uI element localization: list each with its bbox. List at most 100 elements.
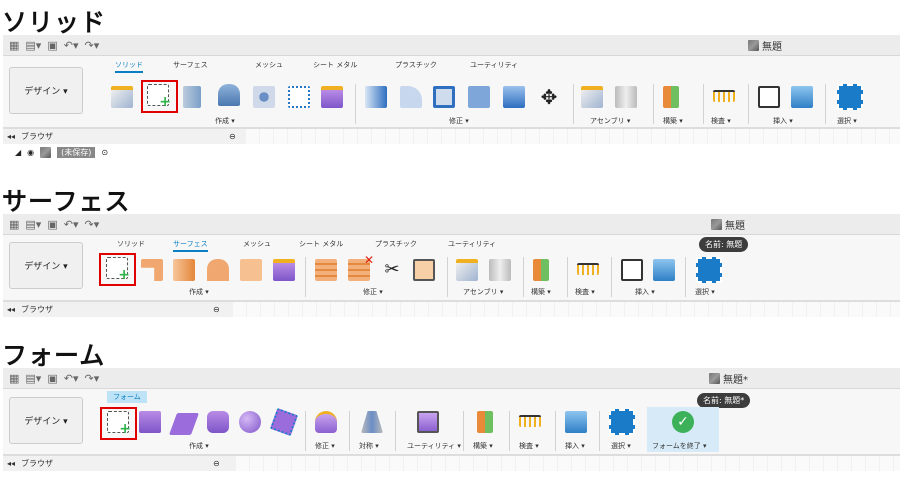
cylinder-icon[interactable] <box>207 411 229 433</box>
group-assembly[interactable]: アセンブリ ▾ <box>590 117 631 125</box>
tab-surface[interactable]: サーフェス <box>173 61 208 69</box>
offset-plane-icon[interactable] <box>477 411 493 433</box>
offset-plane-icon[interactable] <box>533 259 549 281</box>
trim-icon[interactable] <box>315 259 337 281</box>
group-construct[interactable]: 構築 ▾ <box>531 288 551 296</box>
form-icon[interactable] <box>321 86 343 108</box>
design-workspace-button[interactable]: デザイン ▾ <box>9 397 83 444</box>
save-icon[interactable]: ▣ <box>47 38 58 52</box>
group-insert[interactable]: 挿入 ▾ <box>635 288 655 296</box>
revolve-icon[interactable] <box>218 84 240 106</box>
joint-icon[interactable] <box>489 259 511 281</box>
group-construct[interactable]: 構築 ▾ <box>663 117 683 125</box>
file-icon[interactable]: ▤▾ <box>25 371 42 385</box>
create-sketch-icon[interactable]: + <box>147 84 171 110</box>
group-create[interactable]: 作成 ▾ <box>189 442 209 450</box>
group-assembly[interactable]: アセンブリ ▾ <box>463 288 504 296</box>
save-icon[interactable]: ▣ <box>47 371 58 385</box>
finish-form-button[interactable]: ✓ フォームを終了 ▾ <box>647 407 719 452</box>
tab-plastic[interactable]: プラスチック <box>395 61 437 69</box>
group-insert[interactable]: 挿入 ▾ <box>565 442 585 450</box>
plane-icon[interactable] <box>168 413 200 435</box>
hole-icon[interactable] <box>253 86 275 108</box>
file-icon[interactable]: ▤▾ <box>25 217 42 231</box>
group-modify[interactable]: 修正 ▾ <box>315 442 335 450</box>
new-component-icon[interactable] <box>111 86 133 108</box>
radio-icon[interactable]: ⊙ <box>101 147 109 157</box>
sphere-icon[interactable] <box>239 411 261 433</box>
grid-menu-icon[interactable]: ▦ <box>9 217 20 231</box>
group-create[interactable]: 作成 ▾ <box>215 117 235 125</box>
expand-icon[interactable]: ◢ <box>15 147 22 157</box>
insert-image-icon[interactable] <box>791 86 813 108</box>
minimize-icon[interactable]: ⊖ <box>229 132 236 141</box>
fillet-icon[interactable] <box>400 86 422 108</box>
insert-image-icon[interactable] <box>653 259 675 281</box>
redo-icon[interactable]: ↷▾ <box>84 371 100 385</box>
form-icon[interactable] <box>273 259 295 281</box>
surface-sweep-icon[interactable] <box>240 259 262 281</box>
split-icon[interactable] <box>503 86 525 108</box>
insert-derive-icon[interactable] <box>621 259 643 281</box>
surface-patch-icon[interactable] <box>141 259 163 281</box>
select-icon[interactable] <box>837 84 863 110</box>
joint-icon[interactable] <box>615 86 637 108</box>
save-icon[interactable]: ▣ <box>47 217 58 231</box>
group-insert[interactable]: 挿入 ▾ <box>773 117 793 125</box>
tab-mesh[interactable]: メッシュ <box>255 61 283 69</box>
grid-menu-icon[interactable]: ▦ <box>9 38 20 52</box>
surface-extrude-icon[interactable] <box>173 259 195 281</box>
group-construct[interactable]: 構築 ▾ <box>473 442 493 450</box>
tab-surface[interactable]: サーフェス <box>173 239 208 252</box>
tab-sheet-metal[interactable]: シート メタル <box>313 61 358 69</box>
grid-menu-icon[interactable]: ▦ <box>9 371 20 385</box>
redo-icon[interactable]: ↷▾ <box>84 38 100 52</box>
collapse-icon[interactable]: ◂◂ <box>7 132 16 141</box>
new-component-asm-icon[interactable] <box>581 86 603 108</box>
file-icon[interactable]: ▤▾ <box>25 38 42 52</box>
symmetry-icon[interactable] <box>361 411 383 433</box>
group-inspect[interactable]: 検査 ▾ <box>519 442 539 450</box>
tab-sheet-metal[interactable]: シート メタル <box>299 240 344 248</box>
measure-icon[interactable] <box>519 415 541 427</box>
select-icon[interactable] <box>696 257 722 283</box>
box-icon[interactable] <box>139 411 161 433</box>
press-pull-icon[interactable] <box>365 86 387 108</box>
insert-derive-icon[interactable] <box>758 86 780 108</box>
eye-icon[interactable]: ◉ <box>27 147 35 157</box>
tab-solid[interactable]: ソリッド <box>115 60 143 73</box>
untrim-icon[interactable]: ✕ <box>348 253 374 281</box>
tab-solid[interactable]: ソリッド <box>117 240 145 248</box>
minimize-icon[interactable]: ⊖ <box>213 459 220 468</box>
measure-icon[interactable] <box>577 263 599 275</box>
undo-icon[interactable]: ↶▾ <box>63 217 79 231</box>
move-icon[interactable]: ✥ <box>540 85 558 109</box>
insert-image-icon[interactable] <box>565 411 587 433</box>
design-workspace-button[interactable]: デザイン ▾ <box>9 67 83 114</box>
group-inspect[interactable]: 検査 ▾ <box>575 288 595 296</box>
split-scissors-icon[interactable]: ✂ <box>384 259 400 280</box>
extrude-icon[interactable] <box>183 86 201 108</box>
group-utility[interactable]: ユーティリティ ▾ <box>407 442 461 450</box>
group-select[interactable]: 選択 ▾ <box>611 442 631 450</box>
minimize-icon[interactable]: ⊖ <box>213 305 220 314</box>
group-select[interactable]: 選択 ▾ <box>695 288 715 296</box>
create-sketch-icon[interactable]: + <box>106 257 130 283</box>
face-icon[interactable] <box>269 407 299 437</box>
group-create[interactable]: 作成 ▾ <box>189 288 209 296</box>
tab-utility[interactable]: ユーティリティ <box>448 240 497 248</box>
undo-icon[interactable]: ↶▾ <box>63 38 79 52</box>
combine-icon[interactable] <box>468 86 490 108</box>
group-select[interactable]: 選択 ▾ <box>837 117 857 125</box>
measure-icon[interactable] <box>713 90 735 102</box>
collapse-icon[interactable]: ◂◂ <box>7 305 16 314</box>
offset-plane-icon[interactable] <box>663 86 679 108</box>
tab-plastic[interactable]: プラスチック <box>375 240 417 248</box>
extend-icon[interactable] <box>413 259 435 281</box>
shell-icon[interactable] <box>433 86 455 108</box>
utility-icon[interactable] <box>417 411 439 433</box>
create-sketch-icon[interactable]: + <box>107 411 131 437</box>
tree-row[interactable]: ◢ ◉ (未保存) ⊙ <box>3 144 900 160</box>
redo-icon[interactable]: ↷▾ <box>84 217 100 231</box>
design-workspace-button[interactable]: デザイン ▾ <box>9 242 83 289</box>
